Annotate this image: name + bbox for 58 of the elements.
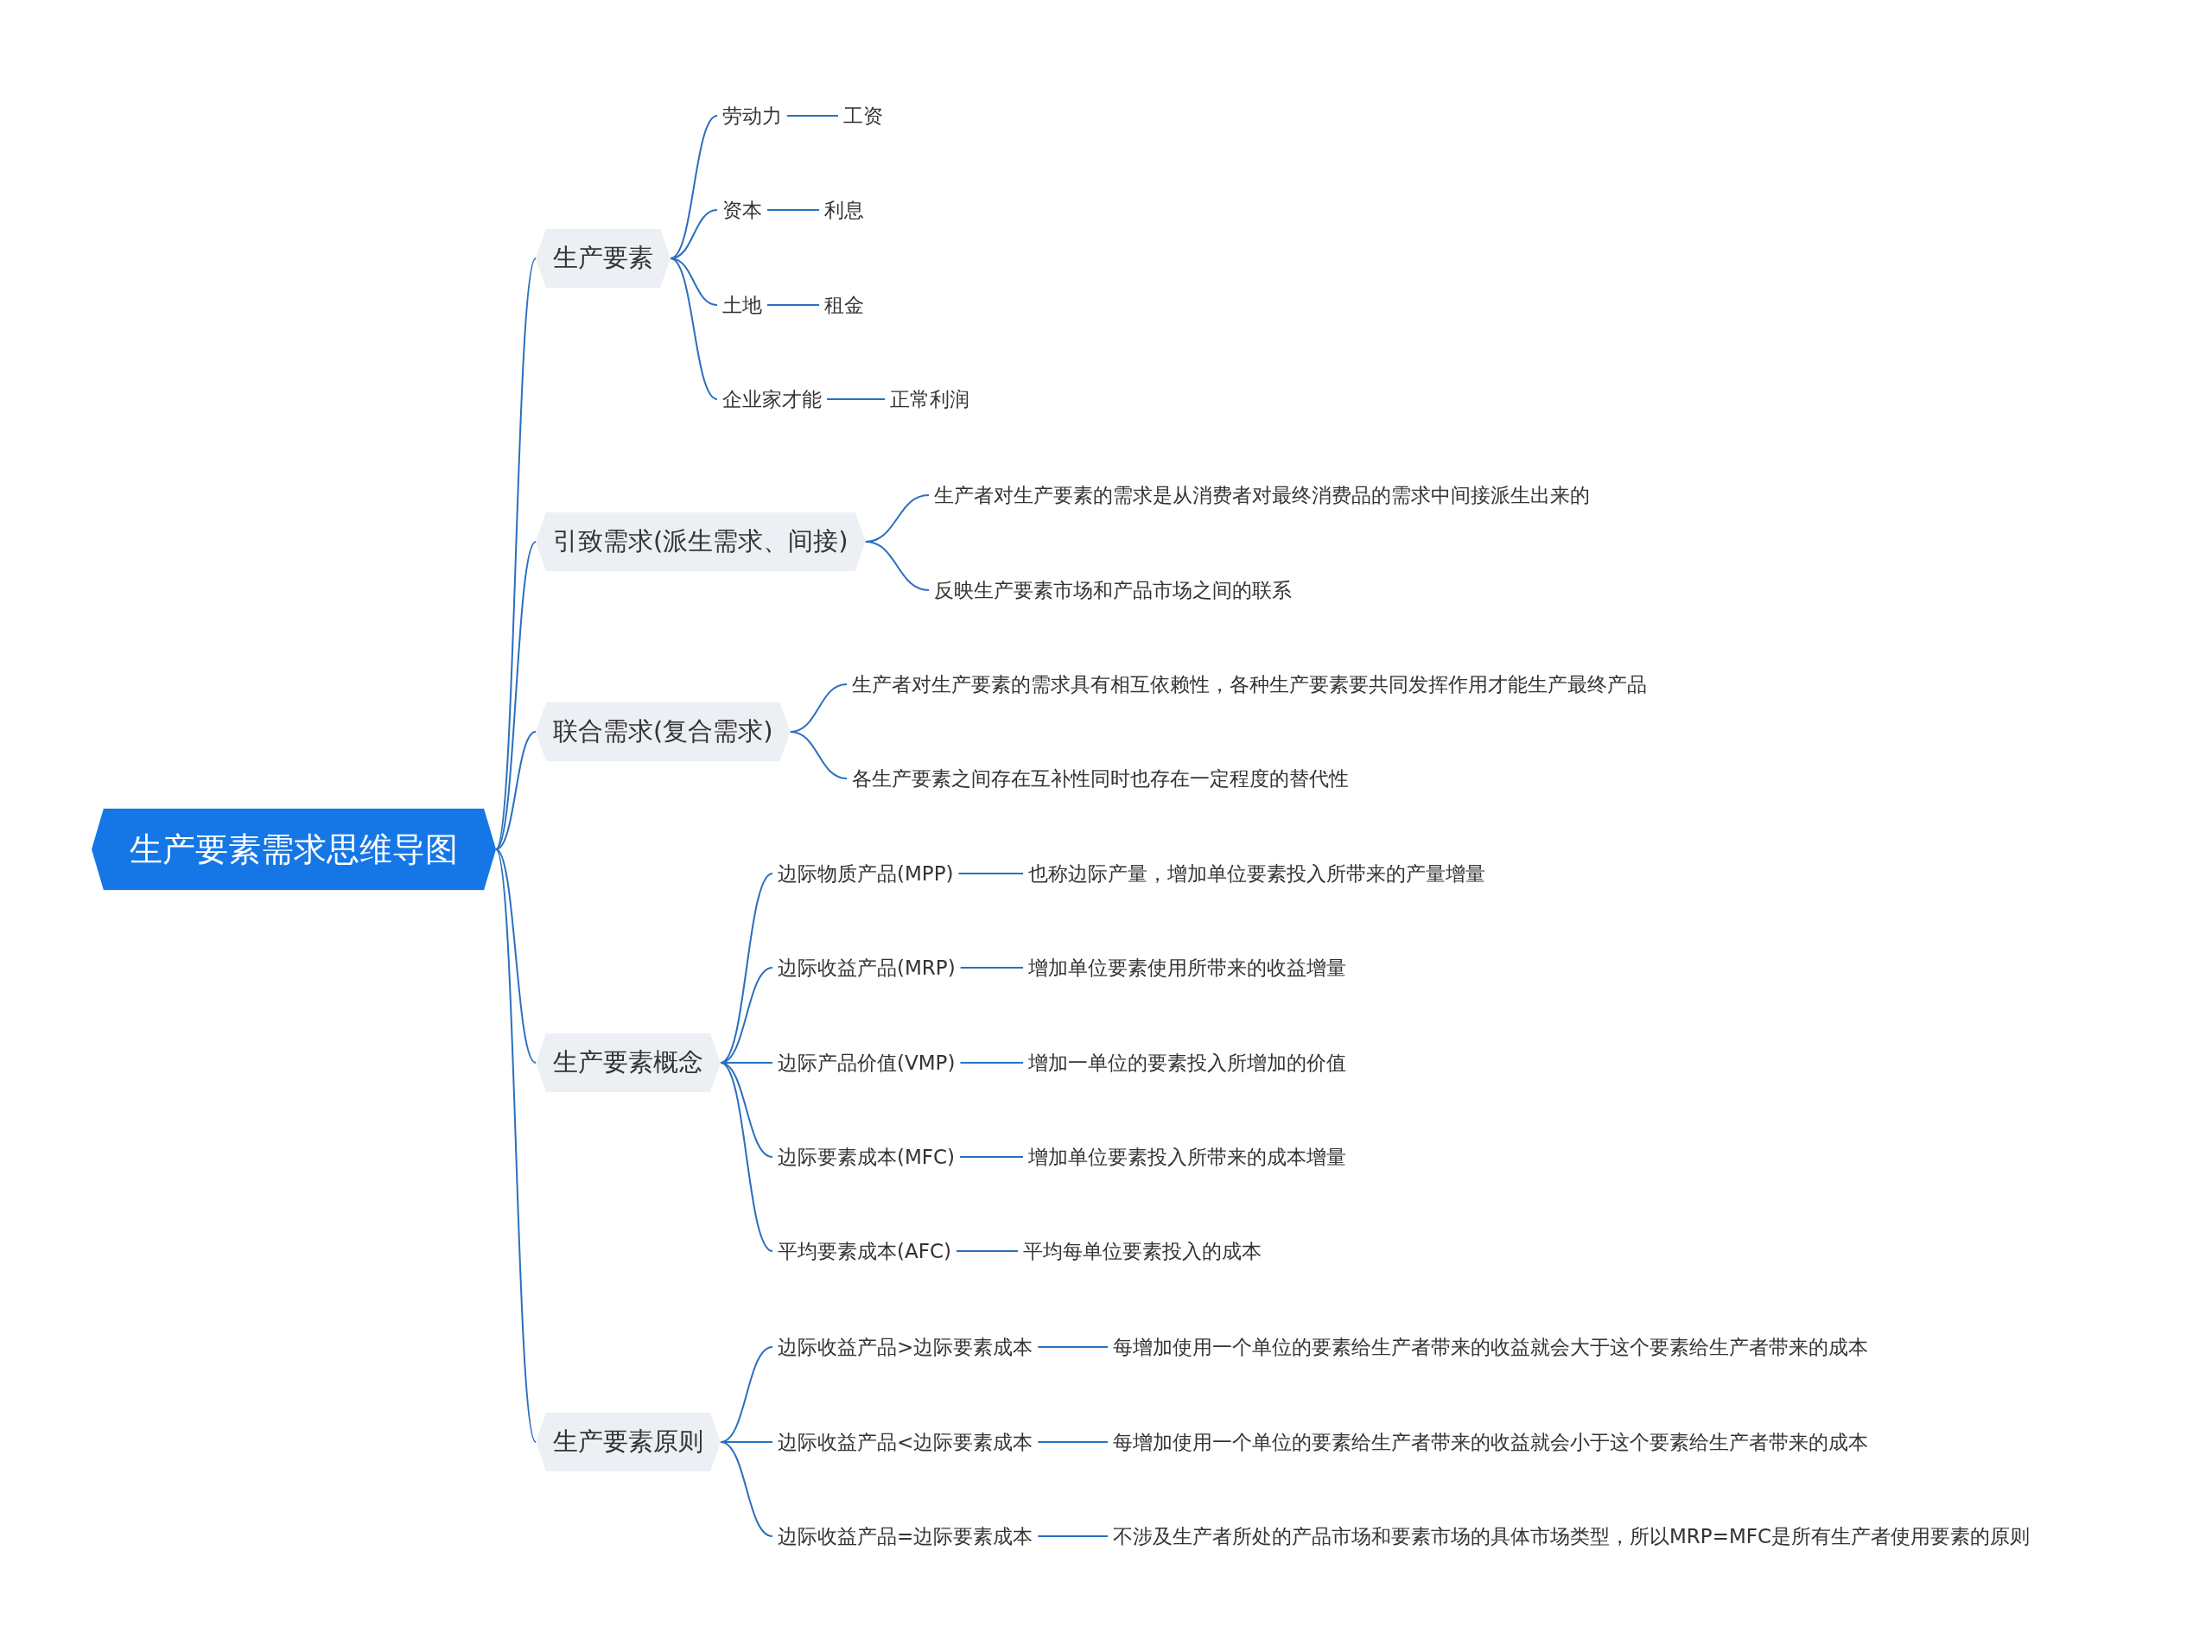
subtopic-text: 反映生产要素市场和产品市场之间的联系 — [929, 573, 1297, 607]
branch-line — [959, 967, 1024, 969]
subtopic-text: 每增加使用一个单位的要素给生产者带来的收益就会大于这个要素给生产者带来的成本 — [1108, 1330, 1873, 1364]
central-topic: 生产要素需求思维导图 — [92, 808, 496, 891]
branch-line — [720, 1062, 773, 1252]
branch-line — [956, 1250, 1019, 1252]
branch-line — [826, 398, 886, 400]
subtopic-text: 边际要素成本(MFC) — [772, 1140, 961, 1174]
branch-line — [670, 115, 718, 259]
subtopic-text: 边际物质产品(MPP) — [772, 856, 959, 891]
subtopic-text: 企业家才能 — [717, 382, 827, 416]
subtopic-text: 边际收益产品(MRP) — [772, 950, 961, 985]
subtopic-text: 利息 — [819, 193, 869, 227]
topic-label: 生产要素概念 — [536, 1033, 721, 1092]
subtopic-text: 增加单位要素投入所带来的成本增量 — [1023, 1140, 1351, 1174]
subtopic-text: 各生产要素之间存在互补性同时也存在一定程度的替代性 — [847, 761, 1354, 796]
subtopic-text: 边际收益产品<边际要素成本 — [772, 1425, 1039, 1459]
subtopic-text: 平均要素成本(AFC) — [772, 1234, 957, 1268]
subtopic-text: 劳动力 — [717, 98, 787, 133]
branch-line — [864, 541, 930, 591]
branch-line — [720, 873, 773, 1064]
subtopic-text: 增加一单位的要素投入所增加的价值 — [1023, 1045, 1351, 1080]
subtopic-text: 平均每单位要素投入的成本 — [1018, 1234, 1267, 1268]
subtopic-text: 土地 — [717, 288, 767, 322]
subtopic-text: 边际收益产品>边际要素成本 — [772, 1330, 1039, 1364]
branch-line — [495, 731, 537, 850]
branch-line — [766, 304, 820, 306]
branch-line — [670, 257, 718, 400]
branch-line — [495, 541, 537, 850]
topic-label: 引致需求(派生需求、间接) — [536, 512, 866, 571]
branch-line — [495, 848, 537, 1064]
subtopic-text: 生产者对生产要素的需求具有相互依赖性，各种生产要素要共同发挥作用才能生产最终产品 — [847, 667, 1652, 702]
branch-line — [789, 731, 848, 779]
branch-line — [786, 115, 839, 117]
branch-line — [720, 1441, 773, 1537]
subtopic-text: 增加单位要素使用所带来的收益增量 — [1023, 950, 1351, 985]
branch-line — [1037, 1535, 1109, 1537]
topic-label: 联合需求(复合需求) — [536, 702, 791, 761]
branch-line — [959, 1156, 1024, 1158]
subtopic-text: 不涉及生产者所处的产品市场和要素市场的具体市场类型，所以MRP=MFC是所有生产者使用要素的原则 — [1108, 1519, 2036, 1554]
branch-line — [957, 873, 1024, 874]
branch-line — [766, 209, 820, 211]
topic-label: 生产要素原则 — [536, 1413, 721, 1471]
subtopic-text: 工资 — [838, 98, 888, 133]
subtopic-text: 租金 — [819, 288, 869, 322]
topic-label: 生产要素 — [536, 229, 671, 288]
subtopic-text: 生产者对生产要素的需求是从消费者对最终消费品的需求中间接派生出来的 — [929, 478, 1595, 512]
subtopic-text: 边际产品价值(VMP) — [772, 1045, 961, 1080]
branch-line — [495, 848, 537, 1443]
subtopic-text: 也称边际产量，增加单位要素投入所带来的产量增量 — [1023, 856, 1491, 891]
subtopic-text: 正常利润 — [885, 382, 975, 416]
subtopic-text: 每增加使用一个单位的要素给生产者带来的收益就会小于这个要素给生产者带来的成本 — [1108, 1425, 1873, 1459]
subtopic-text: 边际收益产品=边际要素成本 — [772, 1519, 1039, 1554]
branch-line — [720, 1062, 773, 1158]
branch-line — [1037, 1346, 1109, 1348]
branch-line — [959, 1062, 1024, 1064]
branch-line — [1037, 1441, 1109, 1443]
subtopic-text: 资本 — [717, 193, 767, 227]
